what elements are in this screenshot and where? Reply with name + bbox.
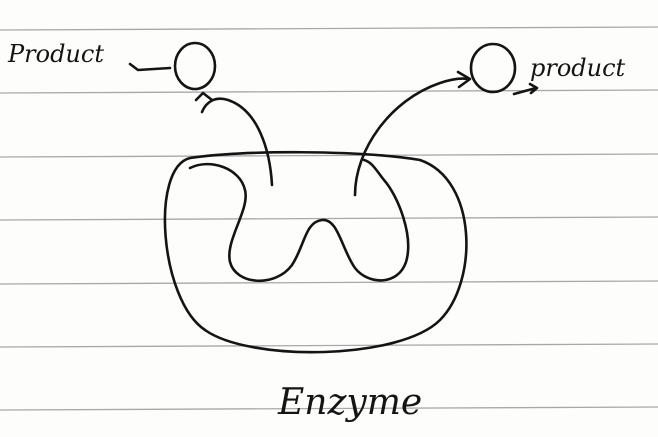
ruled-line: [0, 27, 658, 30]
ruled-line: [0, 217, 658, 220]
label-pointer-right: [514, 84, 537, 94]
release-arrow-left: [202, 99, 272, 185]
release-arrow-left-head: [196, 93, 212, 100]
enzyme-active-site: [190, 160, 408, 281]
label-pointer-left: [130, 64, 170, 70]
product-label-right: product: [530, 54, 626, 82]
product-molecule-left: [175, 43, 215, 89]
ruled-line: [0, 154, 658, 157]
enzyme-label: Enzyme: [277, 382, 422, 423]
product-label-left: Product: [7, 40, 104, 68]
ruled-line: [0, 90, 658, 93]
ruled-line: [0, 281, 658, 284]
release-arrow-right: [355, 79, 468, 195]
enzyme-body: [165, 152, 466, 352]
product-molecule-right: [471, 44, 515, 92]
ruled-line: [0, 344, 658, 347]
